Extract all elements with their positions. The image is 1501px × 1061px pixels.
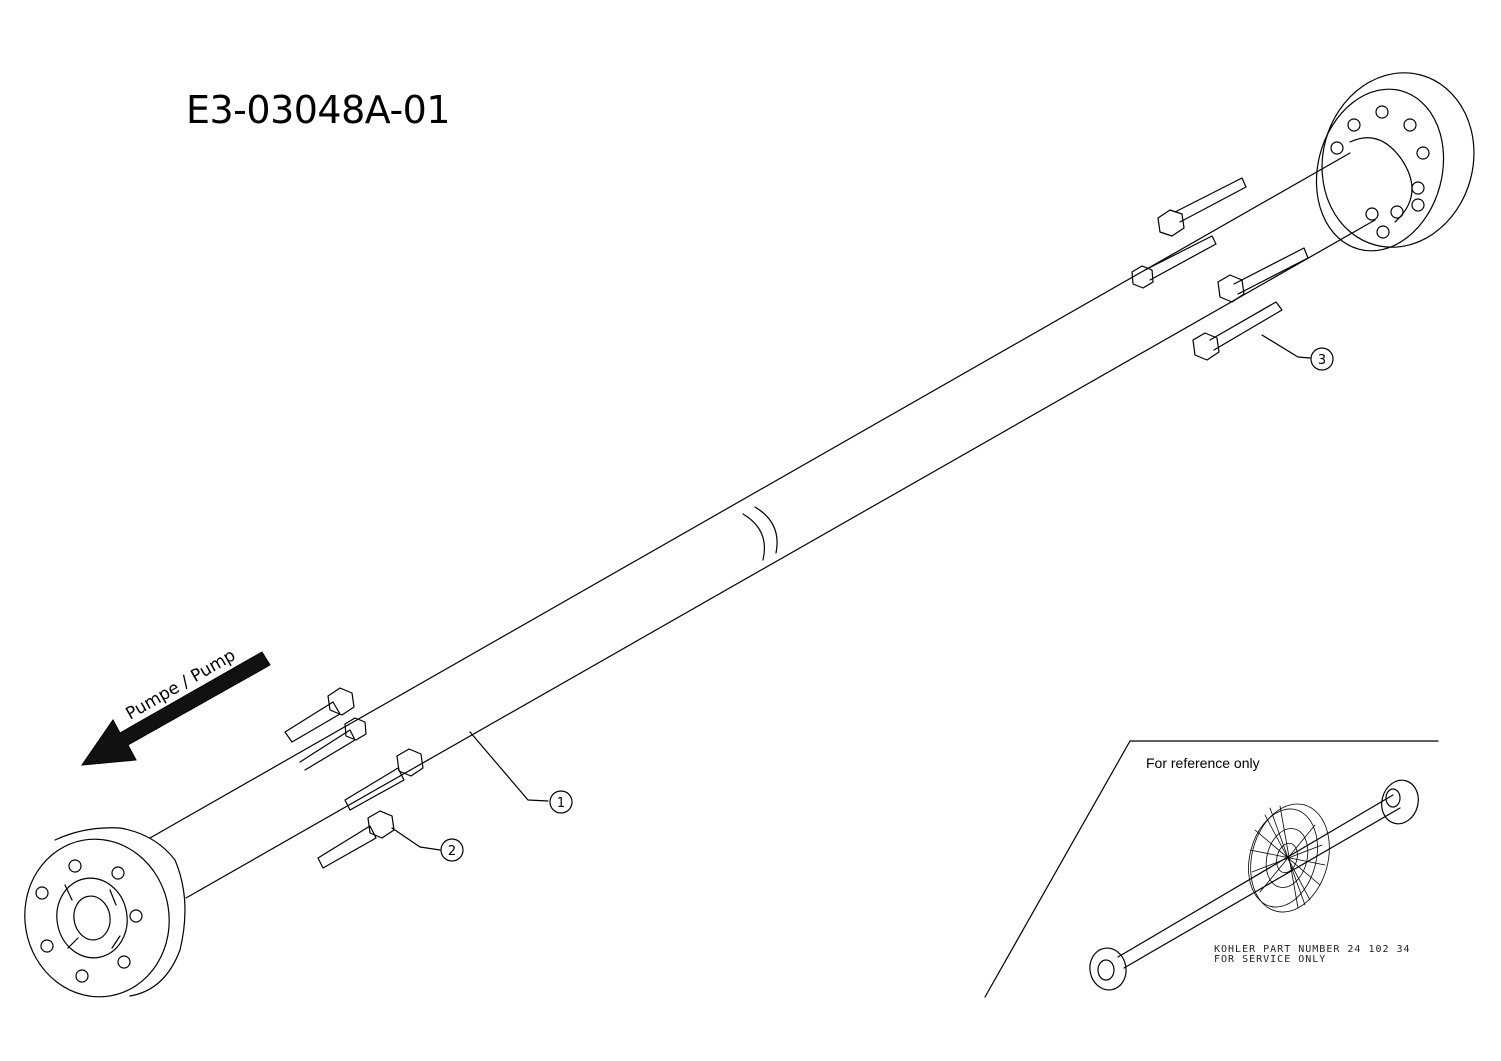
callout-number-3: 3: [1318, 353, 1326, 368]
direction-arrow-icon: [80, 651, 271, 766]
left-pulley: [24, 827, 186, 998]
callout-number-1: 1: [557, 796, 565, 811]
hex-bolt-icon: [299, 717, 367, 771]
callout-leader-3: [1261, 334, 1311, 359]
inset-assembly: [1089, 779, 1419, 991]
shaft: [149, 152, 1376, 899]
callout-leader-2: [391, 827, 441, 851]
callout-leader-1: [469, 731, 549, 802]
hex-bolt-icon: [284, 687, 355, 743]
fan-icon: [1248, 803, 1330, 913]
callout-circle-1: [549, 790, 573, 814]
hex-bolt-icon: [344, 748, 424, 811]
right-pulley: [1315, 72, 1475, 252]
hex-bolt-icon: [317, 810, 395, 869]
callout-circle-3: [1310, 347, 1334, 371]
inset-label: For reference only: [1146, 755, 1260, 771]
callout-circle-2: [440, 838, 464, 862]
hex-bolt-icon: [1131, 235, 1217, 289]
inset-frame: [984, 740, 1439, 998]
inset-part-note: KOHLER PART NUMBER 24 102 34 FOR SERVICE…: [1214, 945, 1411, 965]
hex-bolt-icon: [1217, 247, 1309, 303]
hex-bolt-icon: [1192, 301, 1283, 361]
drawing-id: E3-03048A-01: [186, 88, 451, 132]
callout-number-2: 2: [448, 844, 456, 859]
part-note-line: KOHLER PART NUMBER 24 102 34: [1214, 944, 1411, 955]
hex-bolt-icon: [1157, 177, 1247, 237]
part-note-line: FOR SERVICE ONLY: [1214, 954, 1327, 965]
